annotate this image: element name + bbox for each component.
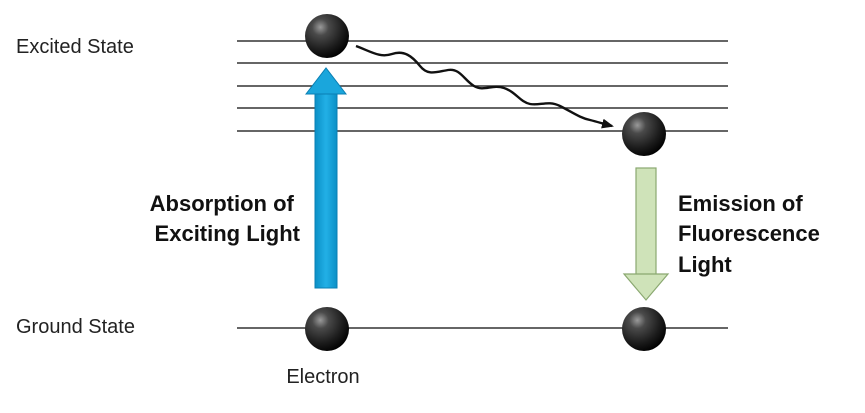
emission-label-line-1: Emission of — [678, 191, 803, 216]
electron-sphere-icon — [305, 14, 349, 58]
absorption-label-line-2: Exciting Light — [155, 221, 301, 246]
electron-sphere-icon — [622, 112, 666, 156]
emission-label-line-2: Fluorescence — [678, 221, 820, 246]
down-arrow-icon — [622, 167, 670, 301]
electron-label: Electron — [286, 366, 359, 388]
absorption-label: Absorption of Exciting Light — [150, 191, 301, 246]
emission-label: Emission of Fluorescence Light — [678, 191, 826, 277]
absorption-label-line-1: Absorption of — [150, 191, 295, 216]
ground-state-label: Ground State — [16, 316, 135, 338]
excited-state-label: Excited State — [16, 36, 134, 58]
emission-label-line-3: Light — [678, 252, 732, 277]
up-arrow-icon — [304, 67, 348, 289]
electron-sphere-icon — [622, 307, 666, 351]
electron-sphere-icon — [305, 307, 349, 351]
wavy-arrow-icon — [355, 44, 614, 129]
